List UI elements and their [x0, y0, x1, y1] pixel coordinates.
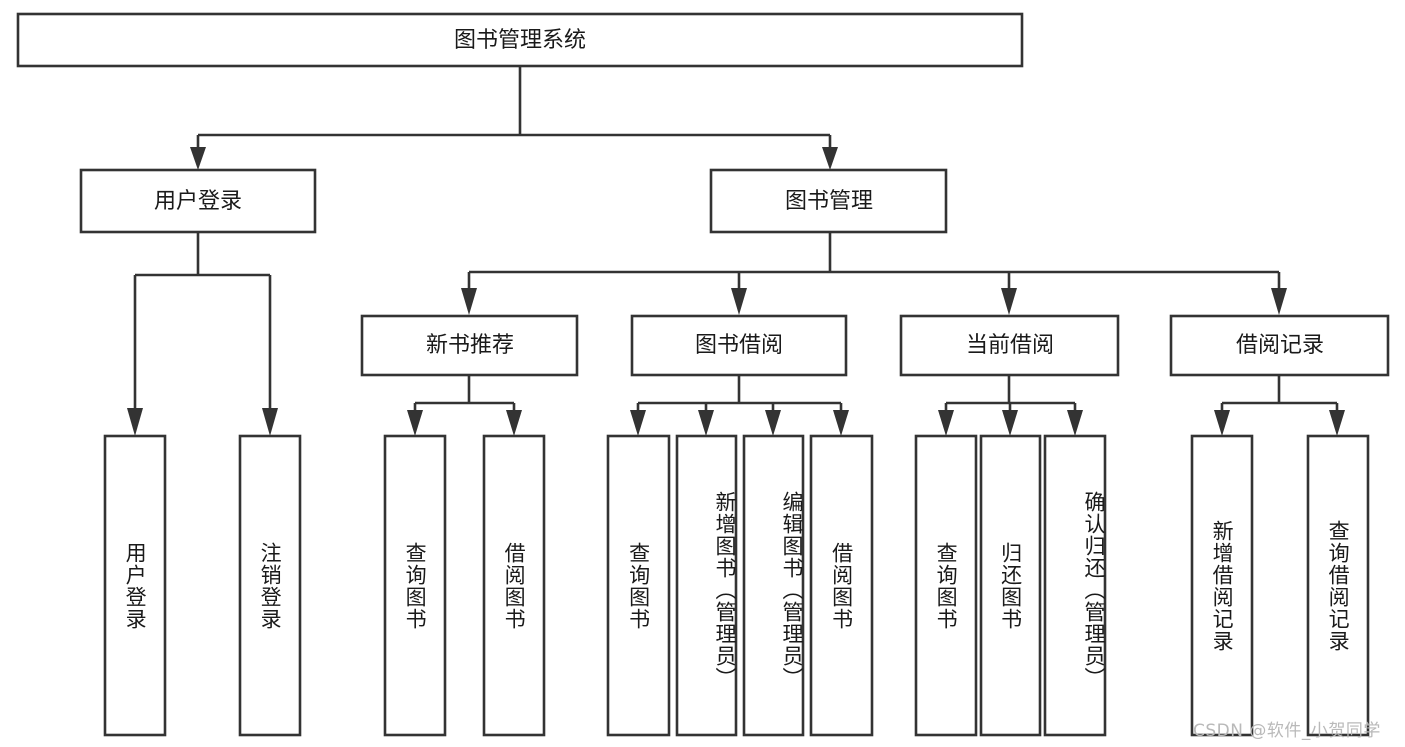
node-leaf-borrow-record-2[interactable] [1306, 434, 1370, 737]
connector-group-book-borrow [630, 375, 849, 436]
arrow-head-leaf-user-login-2 [262, 408, 278, 436]
arrow-head-leaf-book-borrow-2 [698, 410, 714, 436]
node-leaf-current-borrow-1[interactable] [914, 434, 978, 737]
connector-group-user-login [127, 232, 278, 436]
node-user-login[interactable] [79, 168, 317, 234]
node-borrow-record-label: 借阅记录 [1236, 333, 1324, 358]
arrow-head-leaf-borrow-record-1 [1214, 410, 1230, 436]
node-user-login-label: 用户登录 [154, 189, 242, 214]
node-leaf-book-borrow-4[interactable] [809, 434, 874, 737]
node-leaf-current-borrow-2[interactable] [979, 434, 1042, 737]
connector-group-new-book [407, 375, 522, 436]
node-new-book-recommend[interactable] [360, 314, 579, 377]
arrow-head-leaf-borrow-record-2 [1329, 410, 1345, 436]
arrow-head-current-borrow [1001, 288, 1017, 315]
arrow-head-leaf-current-borrow-2 [1002, 410, 1018, 436]
node-current-borrow-label: 当前借阅 [966, 333, 1054, 358]
arrow-head-leaf-current-borrow-1 [938, 410, 954, 436]
arrow-head-leaf-book-borrow-3 [765, 410, 781, 436]
arrow-head-borrow-record [1271, 288, 1287, 315]
node-leaf-book-borrow-1[interactable] [606, 434, 671, 737]
arrow-head-leaf-user-login-1 [127, 408, 143, 436]
node-leaf-new-book-2[interactable] [482, 434, 546, 737]
arrow-head-leaf-book-borrow-4 [833, 410, 849, 436]
node-leaf-user-login-1[interactable] [103, 434, 167, 737]
node-leaf-book-borrow-2[interactable] [675, 434, 738, 737]
arrow-head-book-mgmt [822, 147, 838, 170]
arrow-head-leaf-current-borrow-3 [1067, 410, 1083, 436]
arrow-head-book-borrow [731, 288, 747, 315]
node-new-book-recommend-label: 新书推荐 [426, 333, 514, 358]
node-book-management-label: 图书管理 [785, 189, 873, 214]
node-leaf-borrow-record-1[interactable] [1190, 434, 1254, 737]
node-current-borrow[interactable] [899, 314, 1120, 377]
connector-group-root [190, 66, 838, 170]
node-book-borrow-label: 图书借阅 [695, 333, 783, 358]
node-leaf-book-borrow-3[interactable] [742, 434, 805, 737]
node-root-label: 图书管理系统 [454, 28, 586, 53]
node-book-management[interactable] [709, 168, 948, 234]
connector-group-current-borrow [938, 375, 1083, 436]
node-borrow-record[interactable] [1169, 314, 1390, 377]
node-root[interactable] [16, 12, 1024, 68]
node-leaf-current-borrow-3[interactable] [1043, 434, 1107, 737]
arrow-head-new-book [461, 288, 477, 315]
arrow-head-leaf-book-borrow-1 [630, 410, 646, 436]
connector-group-borrow-record [1214, 375, 1345, 436]
arrow-head-leaf-new-book-1 [407, 410, 423, 436]
node-leaf-user-login-2[interactable] [238, 434, 302, 737]
arrow-head-user-login [190, 147, 206, 170]
node-book-borrow[interactable] [630, 314, 848, 377]
connector-group-book-mgmt [461, 232, 1287, 315]
arrow-head-leaf-new-book-2 [506, 410, 522, 436]
csdn-watermark: CSDN @软件_小贺同学 [1193, 721, 1381, 741]
node-leaf-new-book-1[interactable] [383, 434, 447, 737]
